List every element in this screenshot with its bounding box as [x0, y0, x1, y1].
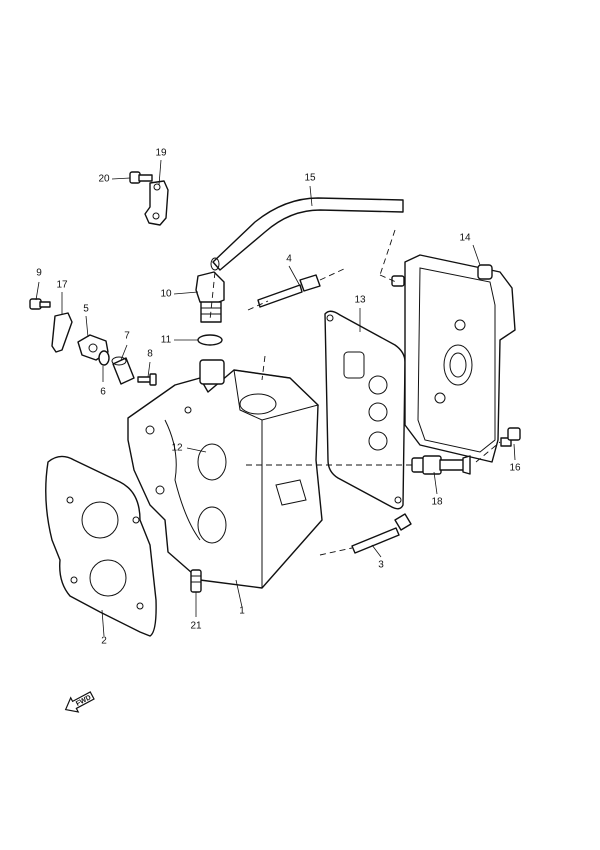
callout-9: 9 — [36, 268, 42, 279]
callout-11: 11 — [161, 335, 172, 346]
assembly-dashed-lines — [209, 229, 501, 556]
callout-10: 10 — [160, 289, 172, 300]
callout-1: 1 — [239, 606, 245, 617]
part-20-bolt[interactable] — [129, 171, 153, 184]
part-6-washer[interactable] — [98, 350, 110, 366]
callout-8: 8 — [147, 349, 153, 360]
part-1-cylinder-head[interactable] — [127, 359, 323, 589]
callout-19: 19 — [155, 148, 167, 159]
part-19-bracket[interactable] — [144, 180, 169, 226]
part-21-plug[interactable] — [190, 569, 202, 593]
callout-7: 7 — [124, 331, 130, 342]
callout-18: 18 — [431, 497, 443, 508]
callout-21: 21 — [190, 621, 202, 632]
part-2-head-gasket[interactable] — [45, 455, 157, 637]
callout-3: 3 — [378, 560, 384, 571]
callout-20: 20 — [98, 174, 110, 185]
part-9-bolt[interactable] — [29, 298, 51, 310]
part-15-hose[interactable] — [210, 197, 404, 271]
callout-14: 14 — [459, 233, 471, 244]
callout-17: 17 — [56, 280, 68, 291]
fwd-arrow-icon: FWD — [64, 691, 95, 713]
callout-4: 4 — [286, 254, 292, 265]
part-14-head-cover[interactable] — [391, 254, 516, 463]
fwd-label: FWD — [75, 694, 92, 708]
callout-leader-lines — [35, 159, 516, 637]
callout-16: 16 — [509, 463, 521, 474]
part-8-screw[interactable] — [137, 373, 157, 386]
part-18-sensor[interactable] — [411, 455, 471, 475]
part-17-clip[interactable] — [51, 312, 73, 353]
callout-15: 15 — [304, 173, 316, 184]
callout-2: 2 — [101, 636, 107, 647]
callout-labels: 1 2 3 4 5 6 7 8 9 10 11 12 13 14 15 16 1… — [36, 148, 521, 647]
part-7-collar[interactable] — [111, 356, 135, 385]
part-10-fitting[interactable] — [195, 271, 225, 323]
callout-5: 5 — [83, 304, 89, 315]
callout-12: 12 — [171, 443, 183, 454]
part-13-cover-gasket[interactable] — [324, 310, 406, 510]
callout-6: 6 — [100, 387, 106, 398]
part-3-bolt[interactable] — [351, 513, 412, 554]
part-16-bolt[interactable] — [500, 427, 521, 447]
callout-13: 13 — [354, 295, 366, 306]
part-4-bolt[interactable] — [257, 274, 321, 308]
part-11-o-ring[interactable] — [197, 334, 223, 346]
